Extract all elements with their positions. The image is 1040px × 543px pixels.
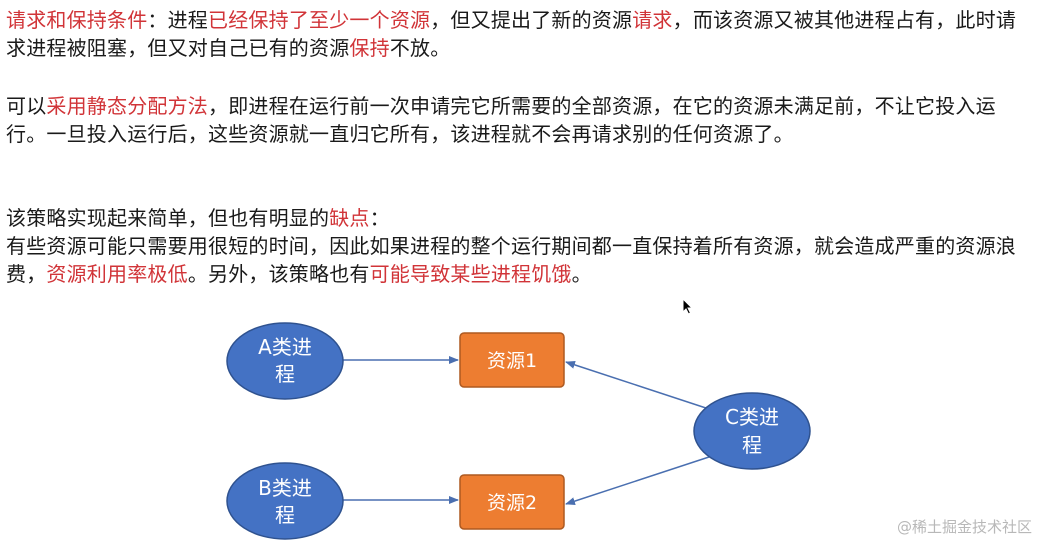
text-span: ，但又提出了新的资源 (430, 8, 633, 32)
highlight-span: 采用静态分配方法 (46, 94, 209, 118)
text-span: ：进程 (147, 8, 209, 32)
resource-1-box: 资源1 (459, 332, 565, 388)
text-span: ，而该资源又被其他进程占有，此时请求进程被阻塞，但又对自己已有的资源 (6, 8, 1017, 60)
resource-2-box: 资源2 (459, 474, 565, 530)
drawbacks-heading: 该策略实现起来简单，但也有明显的缺点： (6, 204, 1034, 232)
text-span: ，即进程在运行前一次申请完它所需要的全部资源，在它的资源未满足前，不让它投入运行… (6, 94, 996, 146)
node-process-c: C类进 程 (693, 392, 811, 470)
resource-2-label: 资源2 (487, 492, 537, 514)
term-hold-and-wait: 请求和保持条件 (6, 8, 148, 32)
paragraph-static-allocation: 可以采用静态分配方法，即进程在运行前一次申请完它所需要的全部资源，在它的资源未满… (6, 92, 1034, 148)
node-process-b: B类进 程 (226, 462, 344, 540)
text-span: 不放。 (389, 36, 451, 60)
highlight-span: 已经保持了至少一个资源 (208, 8, 431, 32)
arrow-c-to-res1 (565, 361, 713, 411)
text-span: ： (369, 206, 390, 230)
highlight-span: 请求 (632, 8, 673, 32)
watermark: @稀土掘金技术社区 (896, 518, 1032, 536)
node-b-label-1: B类进 (258, 476, 312, 500)
highlight-span: 缺点 (329, 206, 370, 230)
node-process-a: A类进 程 (226, 322, 344, 400)
paragraph-hold-and-wait: 请求和保持条件：进程已经保持了至少一个资源，但又提出了新的资源请求，而该资源又被… (6, 6, 1034, 62)
highlight-span: 可能导致某些进程饥饿 (369, 262, 572, 286)
text-span: 。另外，该策略也有 (187, 262, 370, 286)
text-span: 可以 (6, 94, 47, 118)
node-b-label-2: 程 (275, 503, 295, 527)
paragraph-drawbacks: 该策略实现起来简单，但也有明显的缺点： 有些资源可能只需要用很短的时间，因此如果… (6, 204, 1034, 288)
node-a-label-2: 程 (275, 362, 295, 386)
text-span: 。 (571, 262, 592, 286)
mouse-pointer-icon (682, 298, 694, 315)
node-c-label-2: 程 (742, 433, 762, 457)
node-c-label-1: C类进 (725, 405, 779, 429)
highlight-span: 保持 (349, 36, 390, 60)
text-span: 该策略实现起来简单，但也有明显的 (6, 206, 330, 230)
text-span: 有些资源可能只需要用很短的时间，因此如果进程的整个运行期间都一直保持着所有资源，… (6, 234, 1016, 286)
drawbacks-body: 有些资源可能只需要用很短的时间，因此如果进程的整个运行期间都一直保持着所有资源，… (6, 232, 1034, 288)
node-a-label-1: A类进 (258, 335, 312, 359)
resource-1-label: 资源1 (487, 350, 537, 372)
arrow-c-to-res2 (565, 455, 713, 505)
highlight-span: 资源利用率极低 (46, 262, 188, 286)
